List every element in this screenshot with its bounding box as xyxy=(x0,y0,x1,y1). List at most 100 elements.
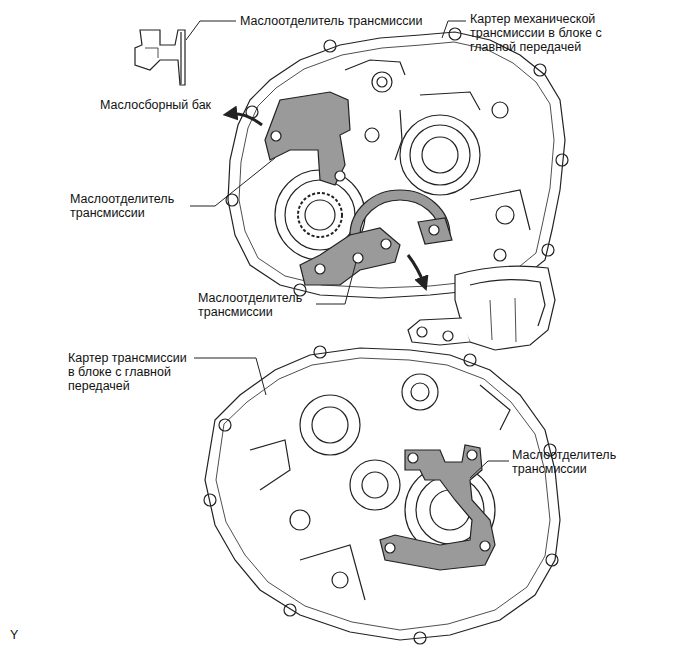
transmission-case-lower xyxy=(480,385,510,430)
transmission-case-lower xyxy=(219,419,231,431)
transmission-case-lower xyxy=(332,572,348,588)
part-label: Картер трансмиссии в блоке с главной пер… xyxy=(68,351,192,393)
bolt xyxy=(408,453,418,463)
transmission-case-lower xyxy=(362,472,388,498)
part-label: Маслоотделитель трансмиссии xyxy=(198,291,316,319)
oil-separator-upper xyxy=(418,218,452,244)
label-anchor: Картер механической трансмиссии в блоке … xyxy=(470,12,610,54)
label-anchor: Маслоотделитель трансмиссии xyxy=(198,291,316,319)
oil-separator-section xyxy=(135,30,185,85)
transmission-case-upper xyxy=(556,154,568,166)
bolt xyxy=(467,450,477,460)
oil-separator-lower xyxy=(380,445,495,570)
transmission-case-lower xyxy=(414,632,426,644)
direction-arrow xyxy=(230,114,424,284)
label-anchor: Y xyxy=(10,628,18,642)
transmission-case-lower xyxy=(312,407,348,443)
bolt xyxy=(353,253,363,263)
bolt xyxy=(271,131,281,141)
bolt xyxy=(315,264,325,274)
transmission-case-upper xyxy=(422,137,458,173)
transmission-case-lower xyxy=(402,374,438,410)
direction-arrow xyxy=(408,255,424,284)
bolt xyxy=(381,239,391,249)
transmission-case-upper xyxy=(305,200,335,230)
transmission-case-upper xyxy=(542,244,554,256)
transmission-case-upper xyxy=(492,102,508,118)
oil-separator-part xyxy=(408,266,555,350)
leader-line xyxy=(470,461,509,478)
direction-arrow xyxy=(230,114,262,125)
bolt xyxy=(429,225,439,235)
oil-separator-section xyxy=(135,30,185,85)
part-label: Маслосборный бак xyxy=(100,98,211,112)
transmission-case-lower xyxy=(216,358,550,630)
transmission-case-lower xyxy=(205,348,560,640)
oil-separator-upper xyxy=(265,92,350,185)
transmission-case-upper xyxy=(377,77,387,87)
bolt xyxy=(385,450,490,553)
figure-code: Y xyxy=(10,628,18,642)
transmission-case-upper xyxy=(494,249,506,261)
transmission-case-lower xyxy=(284,604,296,616)
bolt xyxy=(335,171,345,181)
label-anchor: Картер трансмиссии в блоке с главной пер… xyxy=(68,351,192,393)
leader-line xyxy=(316,262,356,304)
transmission-case-upper xyxy=(365,128,379,142)
transmission-case-upper xyxy=(226,28,568,298)
part-label: Маслоотделитель трансмиссии xyxy=(240,14,422,28)
transmission-case-upper xyxy=(345,60,405,75)
transmission-case-lower xyxy=(300,395,360,455)
oil-separator-part xyxy=(490,298,516,342)
transmission-case-upper xyxy=(228,32,565,298)
leader-line xyxy=(194,358,266,395)
transmission-case-upper xyxy=(420,92,480,110)
leader-line xyxy=(190,158,275,206)
transmission-case-upper xyxy=(470,190,530,230)
label-anchor: Маслоотделитель трансмиссии xyxy=(70,192,188,220)
oil-separator-part xyxy=(408,318,470,345)
transmission-case-upper xyxy=(534,64,546,76)
transmission-case-lower xyxy=(204,346,560,644)
transmission-case-lower xyxy=(350,460,400,510)
transmission-case-lower xyxy=(464,354,476,366)
transmission-case-lower xyxy=(411,383,429,401)
part-label: Маслоотделитель трансмиссии xyxy=(512,448,630,476)
part-label: Маслоотделитель трансмиссии xyxy=(70,192,188,220)
oil-separator-section xyxy=(180,32,181,84)
label-anchor: Маслосборный бак xyxy=(100,98,211,112)
oil-separator-lower xyxy=(380,445,495,570)
bolt xyxy=(271,131,439,274)
bolt xyxy=(480,541,490,551)
label-anchor: Маслоотделитель трансмиссии xyxy=(512,448,630,476)
oil-separator-part xyxy=(455,266,555,350)
transmission-case-upper xyxy=(239,42,554,288)
oil-separator-upper xyxy=(350,190,450,235)
oil-separator-part xyxy=(443,331,453,341)
transmission-case-upper xyxy=(395,110,402,160)
transmission-case-upper xyxy=(298,193,342,237)
transmission-case-upper xyxy=(372,72,392,92)
bolt xyxy=(385,543,395,553)
transmission-case-upper xyxy=(324,40,336,52)
transmission-case-upper xyxy=(449,28,461,40)
oil-separator-part xyxy=(417,327,427,337)
oil-separator-section xyxy=(145,48,158,58)
oil-separator-part xyxy=(470,280,545,326)
oil-separator-upper xyxy=(265,92,452,285)
transmission-case-upper xyxy=(400,115,480,195)
leader-line xyxy=(186,21,236,40)
part-label: Картер механической трансмиссии в блоке … xyxy=(470,12,610,54)
label-anchor: Маслоотделитель трансмиссии xyxy=(240,14,422,28)
transmission-case-lower xyxy=(204,494,216,506)
transmission-case-lower xyxy=(250,440,290,490)
transmission-case-lower xyxy=(300,545,365,600)
transmission-case-upper xyxy=(410,125,470,185)
oil-separator-upper xyxy=(300,228,400,285)
transmission-case-upper xyxy=(496,206,514,224)
transmission-case-lower xyxy=(290,510,310,530)
leader-line xyxy=(442,21,466,38)
transmission-case-lower xyxy=(314,346,326,358)
leader-line xyxy=(186,21,509,478)
